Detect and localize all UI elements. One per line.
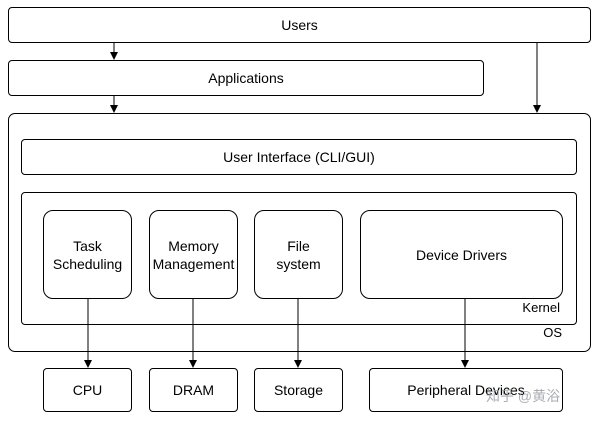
cpu-box: CPU: [43, 368, 132, 412]
user-interface-box: User Interface (CLI/GUI): [21, 139, 577, 175]
os-container: OS: [8, 113, 591, 352]
kernel-container: Kernel: [21, 192, 577, 325]
peripheral-devices-box: Peripheral Devices: [369, 368, 563, 412]
storage-box: Storage: [254, 368, 343, 412]
device-drivers-box: Device Drivers: [360, 210, 563, 299]
dram-label: DRAM: [172, 382, 215, 398]
users-label: Users: [281, 17, 318, 33]
task-scheduling-box: Task Scheduling: [43, 210, 132, 299]
peripheral-devices-label: Peripheral Devices: [407, 382, 525, 398]
kernel-label: Kernel: [522, 300, 560, 315]
users-box: Users: [8, 7, 591, 43]
memory-management-box: Memory Management: [149, 210, 238, 299]
device-drivers-label: Device Drivers: [415, 246, 507, 263]
cpu-label: CPU: [72, 382, 103, 398]
dram-box: DRAM: [149, 368, 238, 412]
os-label: OS: [543, 325, 562, 340]
task-scheduling-label: Task Scheduling: [52, 237, 123, 272]
watermark-text: 知乎 @黄浴: [486, 388, 561, 404]
memory-management-label: Memory Management: [152, 237, 235, 272]
applications-label: Applications: [208, 70, 284, 86]
applications-box: Applications: [8, 60, 484, 96]
file-system-box: File system: [254, 210, 343, 299]
user-interface-label: User Interface (CLI/GUI): [223, 149, 375, 165]
storage-label: Storage: [273, 382, 324, 398]
file-system-label: File system: [276, 237, 321, 272]
